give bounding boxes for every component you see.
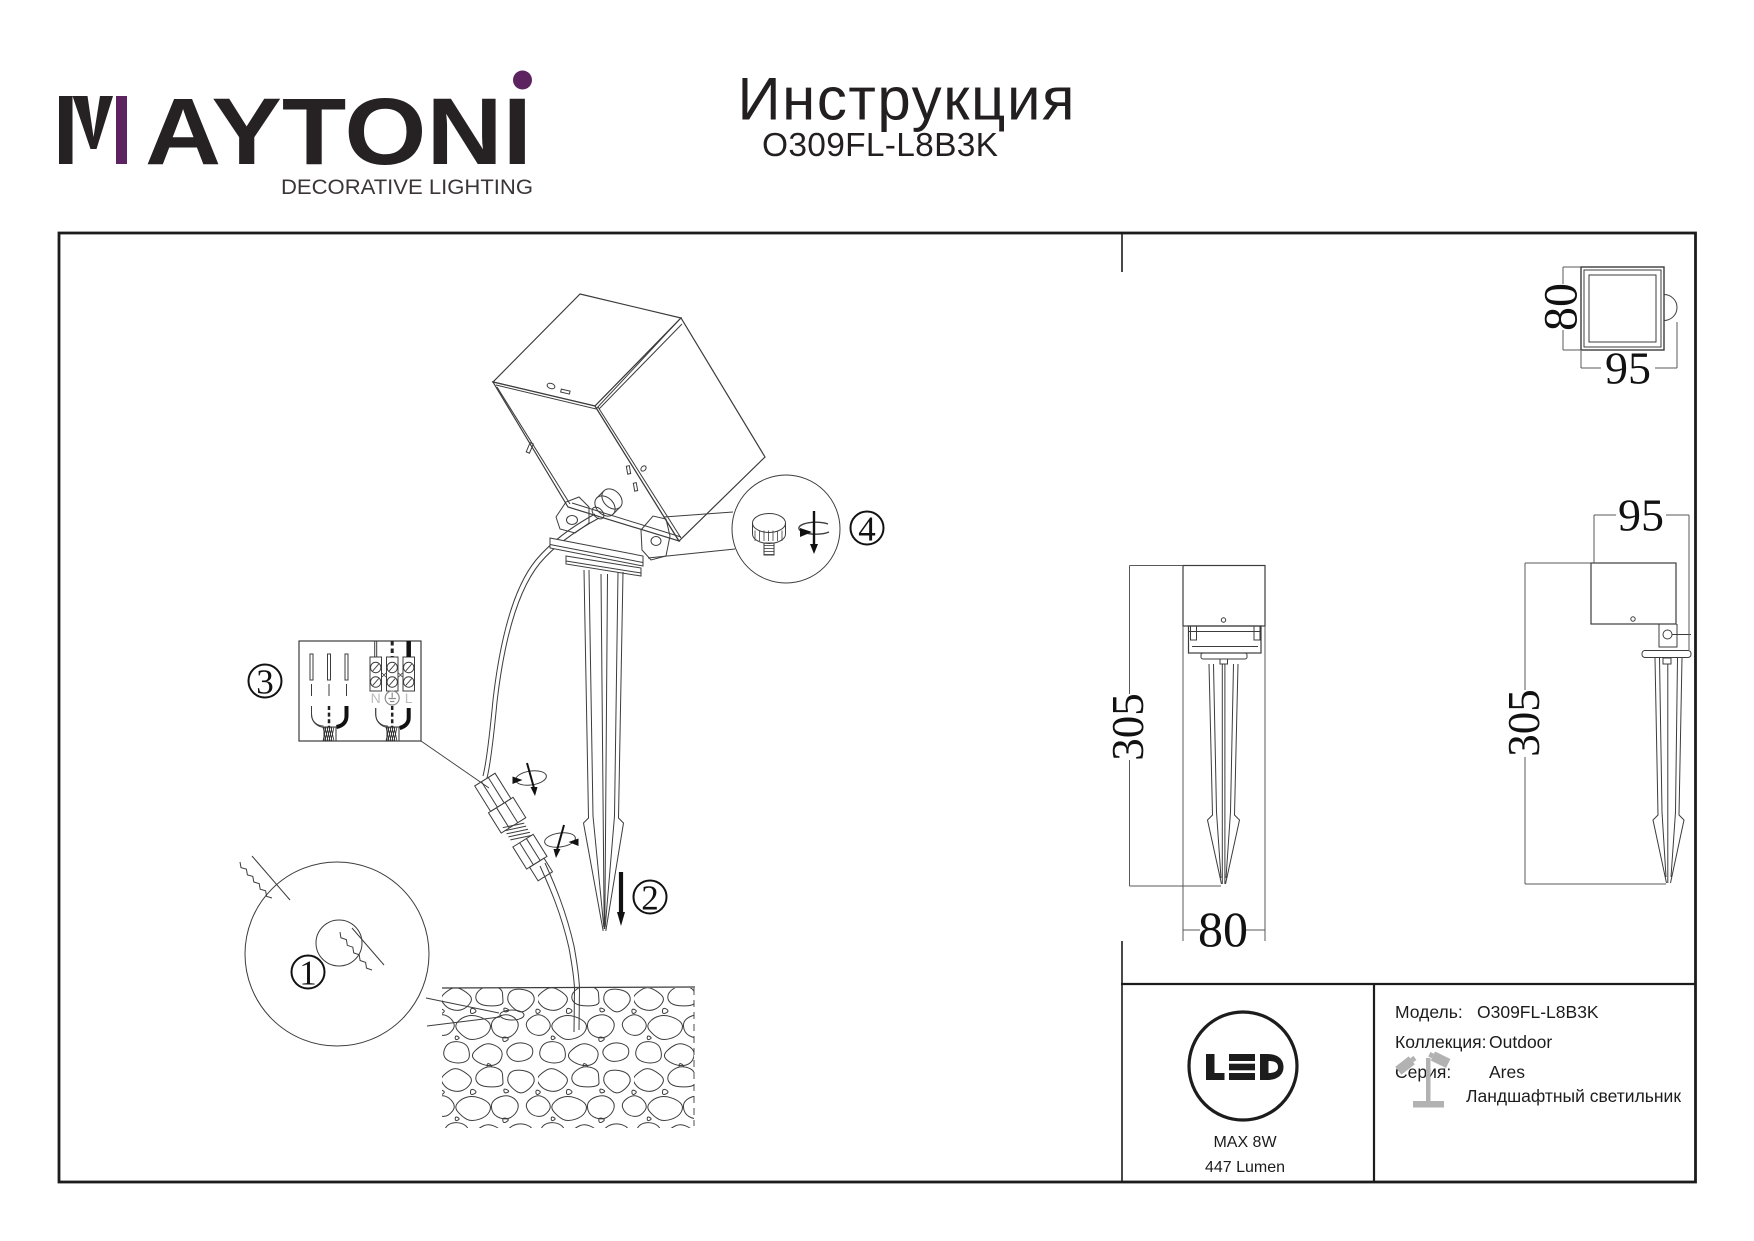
svg-text:Модель:: Модель:: [1395, 1002, 1463, 1022]
svg-text:Ландшафтный светильник: Ландшафтный светильник: [1466, 1086, 1681, 1106]
svg-text:MAX 8W: MAX 8W: [1213, 1134, 1277, 1151]
svg-text:305: 305: [1103, 693, 1153, 761]
svg-text:Ares: Ares: [1489, 1062, 1525, 1082]
svg-text:Коллекция:: Коллекция:: [1395, 1032, 1487, 1052]
svg-text:O309FL-L8B3K: O309FL-L8B3K: [762, 127, 998, 164]
svg-text:305: 305: [1499, 689, 1549, 757]
svg-text:N: N: [371, 690, 381, 706]
svg-text:O309FL-L8B3K: O309FL-L8B3K: [1477, 1002, 1599, 1022]
svg-text:95: 95: [1605, 343, 1651, 394]
svg-text:AYTONI: AYTONI: [145, 79, 532, 185]
svg-text:80: 80: [1535, 283, 1588, 331]
svg-text:L: L: [405, 690, 413, 706]
svg-text:447 Lumen: 447 Lumen: [1205, 1159, 1285, 1176]
svg-text:3: 3: [256, 663, 274, 702]
svg-text:95: 95: [1618, 490, 1664, 541]
svg-text:DECORATIVE LIGHTING: DECORATIVE LIGHTING: [281, 176, 533, 199]
svg-text:Инструкция: Инструкция: [738, 66, 1075, 133]
svg-text:4: 4: [858, 510, 876, 549]
svg-text:2: 2: [641, 879, 659, 918]
svg-text:Outdoor: Outdoor: [1489, 1032, 1552, 1052]
svg-text:1: 1: [299, 954, 317, 993]
svg-text:80: 80: [1198, 901, 1248, 957]
